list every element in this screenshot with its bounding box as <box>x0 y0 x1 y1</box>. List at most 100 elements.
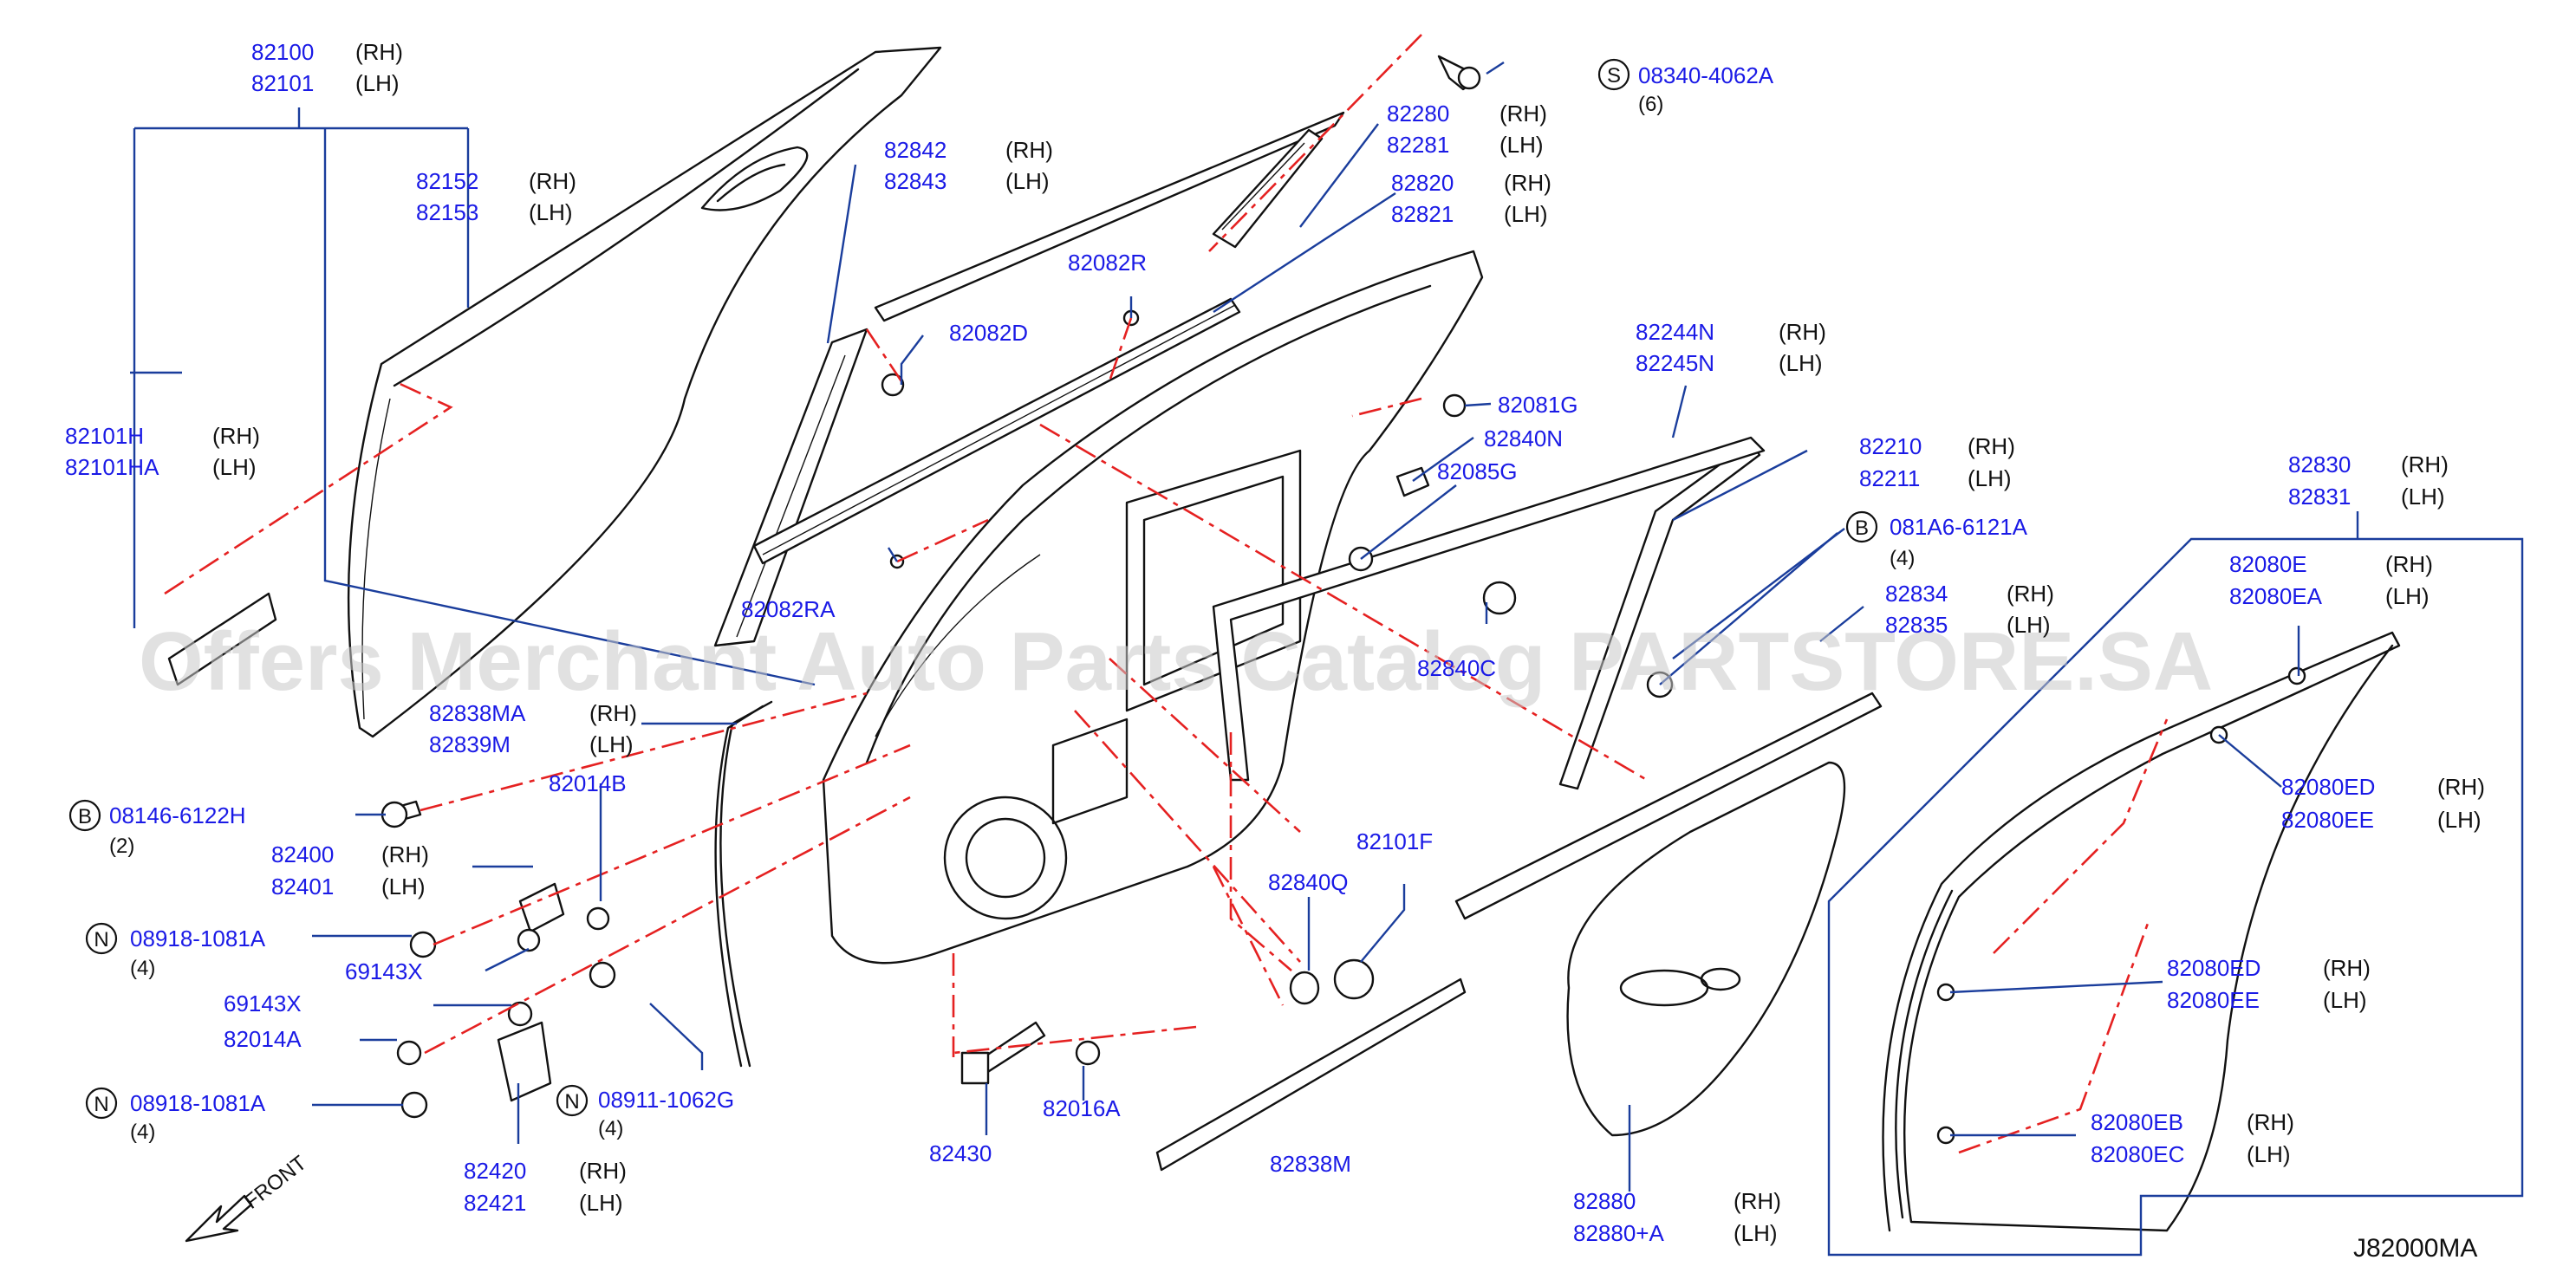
part-number: 82016A <box>1043 1095 1121 1121</box>
callout-82830[interactable]: 82830 82831 (RH) (LH) <box>2288 451 2449 510</box>
part-number: 82400 <box>271 841 334 867</box>
part-number: 82831 <box>2288 484 2351 510</box>
callout-82842[interactable]: 82842 82843 (RH) (LH) <box>884 137 1053 194</box>
fastener-08340-4062A[interactable]: S 08340-4062A (6) <box>1597 58 1774 116</box>
fastener-08146-6122H[interactable]: B 08146-6122H (2) <box>68 799 246 858</box>
callout-82840C[interactable]: 82840C <box>1417 655 1496 681</box>
callout-82210[interactable]: 82210 82211 (RH) (LH) <box>1859 433 2015 491</box>
side-label: (RH) <box>529 168 576 194</box>
part-number: 82014B <box>549 770 627 796</box>
part-number: 82840C <box>1417 655 1496 681</box>
callout-82085G[interactable]: 82085G <box>1437 458 1518 484</box>
part-number: 82421 <box>464 1190 526 1216</box>
callout-82840Q[interactable]: 82840Q <box>1268 869 1349 895</box>
callout-69143X-upper[interactable]: 69143X <box>345 958 423 984</box>
inner-door-frame <box>822 250 1484 964</box>
door-trim-insulator <box>1566 761 1846 1137</box>
callout-82400[interactable]: 82400 82401 (RH) (LH) <box>271 841 429 900</box>
callout-82080E[interactable]: 82080E 82080EA (RH) (LH) <box>2229 551 2433 609</box>
callout-82101H[interactable]: 82101H 82101HA (RH) (LH) <box>65 423 260 480</box>
callout-82082R[interactable]: 82082R <box>1068 250 1147 276</box>
side-label: (LH) <box>2437 807 2482 833</box>
callout-82101F[interactable]: 82101F <box>1356 828 1433 854</box>
quantity: (4) <box>598 1117 623 1140</box>
belt-moulding <box>752 297 1241 565</box>
part-number: 69143X <box>224 990 302 1016</box>
quantity: (4) <box>1890 547 1915 570</box>
callout-82082D[interactable]: 82082D <box>949 320 1028 346</box>
part-number: 82082D <box>949 320 1028 346</box>
leader-lines <box>130 61 2524 1257</box>
part-number: 82843 <box>884 168 946 194</box>
part-number: 82152 <box>416 168 478 194</box>
fastener-08911-1062G[interactable]: N 08911-1062G (4) <box>556 1084 734 1140</box>
callout-82880[interactable]: 82880 82880+A (RH) (LH) <box>1573 1188 1781 1246</box>
callout-82152[interactable]: 82152 82153 (RH) (LH) <box>416 168 576 225</box>
fastener-symbol: S <box>1607 64 1621 88</box>
part-number: 82080EB <box>2091 1109 2183 1135</box>
part-number: 82080EE <box>2167 987 2260 1013</box>
part-number: 82840N <box>1484 425 1563 451</box>
side-label: (RH) <box>2323 955 2371 981</box>
callout-82081G[interactable]: 82081G <box>1498 392 1578 418</box>
part-number: 82245N <box>1636 350 1714 376</box>
part-number: 82080EE <box>2281 807 2374 833</box>
rear-moulding-bracket <box>167 592 277 686</box>
part-number: 82085G <box>1437 458 1518 484</box>
callout-82834[interactable]: 82834 82835 (RH) (LH) <box>1885 581 2054 638</box>
callout-82420[interactable]: 82420 82421 (RH) (LH) <box>464 1158 627 1216</box>
fastener-08918-1081A-upper[interactable]: N 08918-1081A (4) <box>85 922 266 980</box>
callout-82080ED[interactable]: 82080ED 82080EE (RH) (LH) <box>2281 774 2485 833</box>
side-label: (RH) <box>1005 137 1053 163</box>
phantom-lines <box>164 34 2169 1154</box>
part-number: 82080ED <box>2167 955 2261 981</box>
fastener-symbol: B <box>1855 516 1869 540</box>
callout-82100[interactable]: 82100 82101 (RH) (LH) <box>251 39 403 96</box>
callout-82014B[interactable]: 82014B <box>549 770 627 796</box>
side-label: (RH) <box>1734 1188 1781 1214</box>
callout-82080EB[interactable]: 82080EB 82080EC (RH) (LH) <box>2091 1109 2294 1167</box>
outer-sash-moulding <box>1454 692 1883 920</box>
door-weatherstrip <box>1882 631 2401 1232</box>
part-number: 081A6-6121A <box>1890 514 2028 540</box>
part-number: 82080E <box>2229 551 2307 577</box>
part-number: 82842 <box>884 137 946 163</box>
part-number: 82820 <box>1391 170 1454 196</box>
part-number: 82840Q <box>1268 869 1349 895</box>
part-number: 82834 <box>1885 581 1948 607</box>
callout-82430[interactable]: 82430 <box>929 1140 992 1166</box>
part-number: 82100 <box>251 39 314 65</box>
side-label: (LH) <box>1779 350 1823 376</box>
diagram-code: J82000MA <box>2353 1234 2477 1263</box>
symbol-circle <box>556 1084 589 1117</box>
callout-69143X-lower[interactable]: 69143X <box>224 990 302 1016</box>
callout-82244N[interactable]: 82244N 82245N (RH) (LH) <box>1636 319 1826 376</box>
fastener-symbol: N <box>94 1093 108 1116</box>
side-label: (RH) <box>2007 581 2054 607</box>
part-number: 08146-6122H <box>109 802 246 828</box>
symbol-circle <box>1845 510 1878 543</box>
fastener-081A6-6121A[interactable]: B 081A6-6121A (4) <box>1845 510 2028 570</box>
fastener-symbol: N <box>564 1090 579 1114</box>
part-number: 82014A <box>224 1026 302 1052</box>
side-label: (RH) <box>355 39 403 65</box>
callout-82838MA[interactable]: 82838MA 82839M (RH) (LH) <box>429 700 637 757</box>
callout-82840N[interactable]: 82840N <box>1484 425 1563 451</box>
side-label: (LH) <box>2323 987 2367 1013</box>
callout-82820[interactable]: 82820 82821 (RH) (LH) <box>1391 170 1551 227</box>
callout-82014A[interactable]: 82014A <box>224 1026 302 1052</box>
front-label: FRONT <box>240 1151 311 1213</box>
callout-82016A[interactable]: 82016A <box>1043 1095 1121 1121</box>
callout-82838M[interactable]: 82838M <box>1270 1151 1351 1177</box>
part-number: 08918-1081A <box>130 926 266 952</box>
part-number: 82880 <box>1573 1188 1636 1214</box>
callout-82080ED-lower[interactable]: 82080ED 82080EE (RH) (LH) <box>2167 955 2371 1013</box>
side-label: (LH) <box>1499 132 1544 158</box>
callout-82280[interactable]: 82280 82281 (RH) (LH) <box>1387 101 1547 158</box>
side-label: (RH) <box>2385 551 2433 577</box>
part-number: 82101H <box>65 423 144 449</box>
part-number: 82210 <box>1859 433 1922 459</box>
callout-82082RA[interactable]: 82082RA <box>741 596 836 622</box>
fastener-08918-1081A-lower[interactable]: N 08918-1081A (4) <box>85 1087 266 1144</box>
side-label: (RH) <box>2437 774 2485 800</box>
